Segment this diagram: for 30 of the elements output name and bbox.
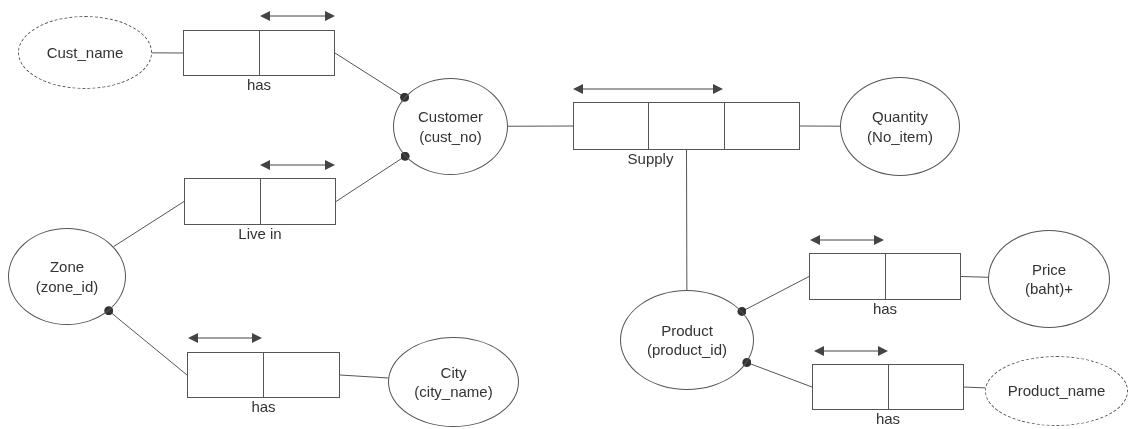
entity-name: Product_name [1007, 381, 1106, 401]
relationship-label: Live in [237, 226, 283, 243]
connector-line [334, 52, 410, 102]
connector-line [151, 52, 184, 54]
connector-line [507, 125, 574, 127]
connector-line [339, 374, 389, 379]
relationship-label: has [874, 411, 902, 428]
connector-line [963, 386, 986, 389]
entity-ellipse [8, 228, 126, 325]
connector-line [737, 276, 810, 316]
entity-name: Quantity (No_item) [867, 107, 933, 146]
connector-line [960, 276, 989, 278]
entity-name: Cust_name [46, 42, 124, 63]
entity-ellipse [840, 77, 960, 176]
connector-line [686, 149, 688, 291]
entity-name: Price (baht)+ [1025, 259, 1073, 299]
relationship-label: Supply [626, 151, 675, 168]
relationship-label: has [871, 301, 899, 318]
connector-line [113, 201, 185, 248]
connector-line [742, 358, 813, 388]
connector-line [335, 151, 410, 202]
entity-name: Customer (cust_no) [418, 107, 483, 146]
entity-ellipse [393, 78, 508, 175]
entity-name: Zone (zone_id) [35, 257, 99, 296]
entity-name: City (city_name) [414, 362, 493, 402]
relationship-label: has [250, 399, 277, 416]
connector-line [104, 306, 188, 376]
connector-line [799, 125, 841, 127]
relationship-label: has [245, 77, 273, 94]
entity-name: Product (product_id) [647, 320, 727, 360]
